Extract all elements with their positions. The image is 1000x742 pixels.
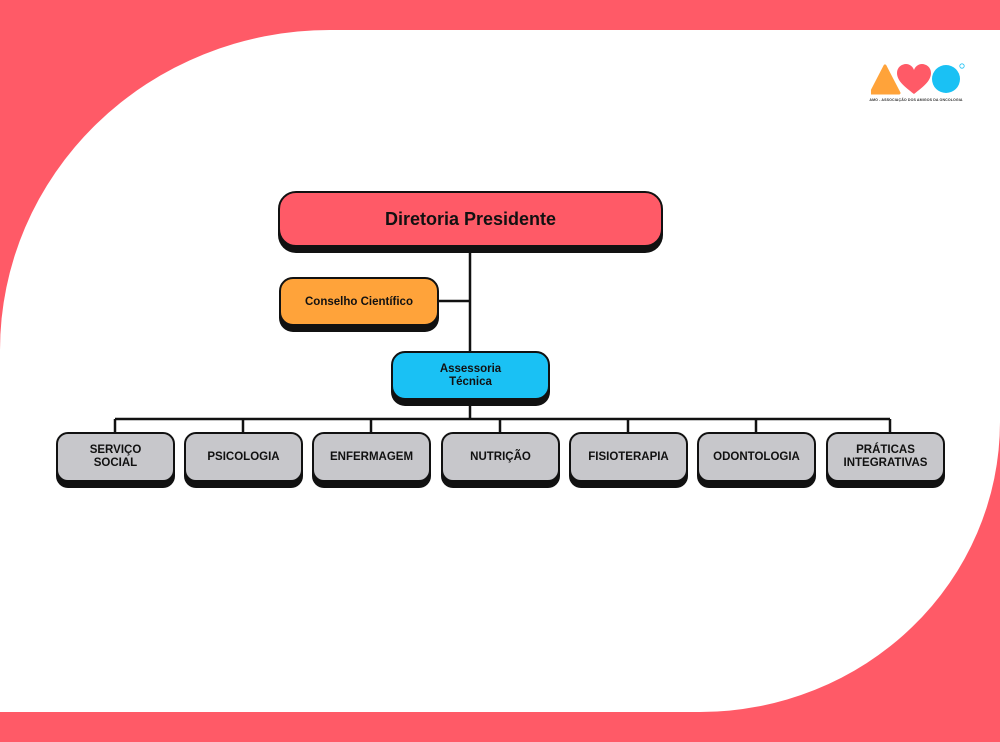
node-label: Diretoria Presidente [384,208,557,229]
node-label: NUTRIÇÃO [470,450,531,463]
node-label: FISIOTERAPIA [588,450,669,463]
circle-icon [932,65,960,93]
node-label: SERVIÇO SOCIAL [89,444,142,469]
node-nutricao: NUTRIÇÃO [441,432,560,482]
node-conselho-cientifico: Conselho Científico [279,277,439,326]
logo-caption: AMO - ASSOCIAÇÃO DOS AMIGOS DA ONCOLOGIA [869,98,963,102]
node-label: ODONTOLOGIA [713,450,800,463]
heart-icon [897,64,931,94]
node-psicologia: PSICOLOGIA [184,432,303,482]
registered-mark-icon [959,63,965,69]
node-odontologia: ODONTOLOGIA [697,432,816,482]
node-enfermagem: ENFERMAGEM [312,432,431,482]
node-assessoria-tecnica: Assessoria Técnica [391,351,550,400]
node-diretoria-presidente: Diretoria Presidente [278,191,663,247]
node-praticas-integrativas: PRÁTICAS INTEGRATIVAS [826,432,945,482]
node-label: Assessoria Técnica [439,363,502,388]
amo-logo [871,63,965,95]
node-servico-social: SERVIÇO SOCIAL [56,432,175,482]
node-fisioterapia: FISIOTERAPIA [569,432,688,482]
triangle-icon [871,64,901,95]
node-label: PRÁTICAS INTEGRATIVAS [843,444,928,469]
node-label: ENFERMAGEM [329,450,414,463]
node-label: Conselho Científico [305,295,413,308]
node-label: PSICOLOGIA [207,450,280,463]
